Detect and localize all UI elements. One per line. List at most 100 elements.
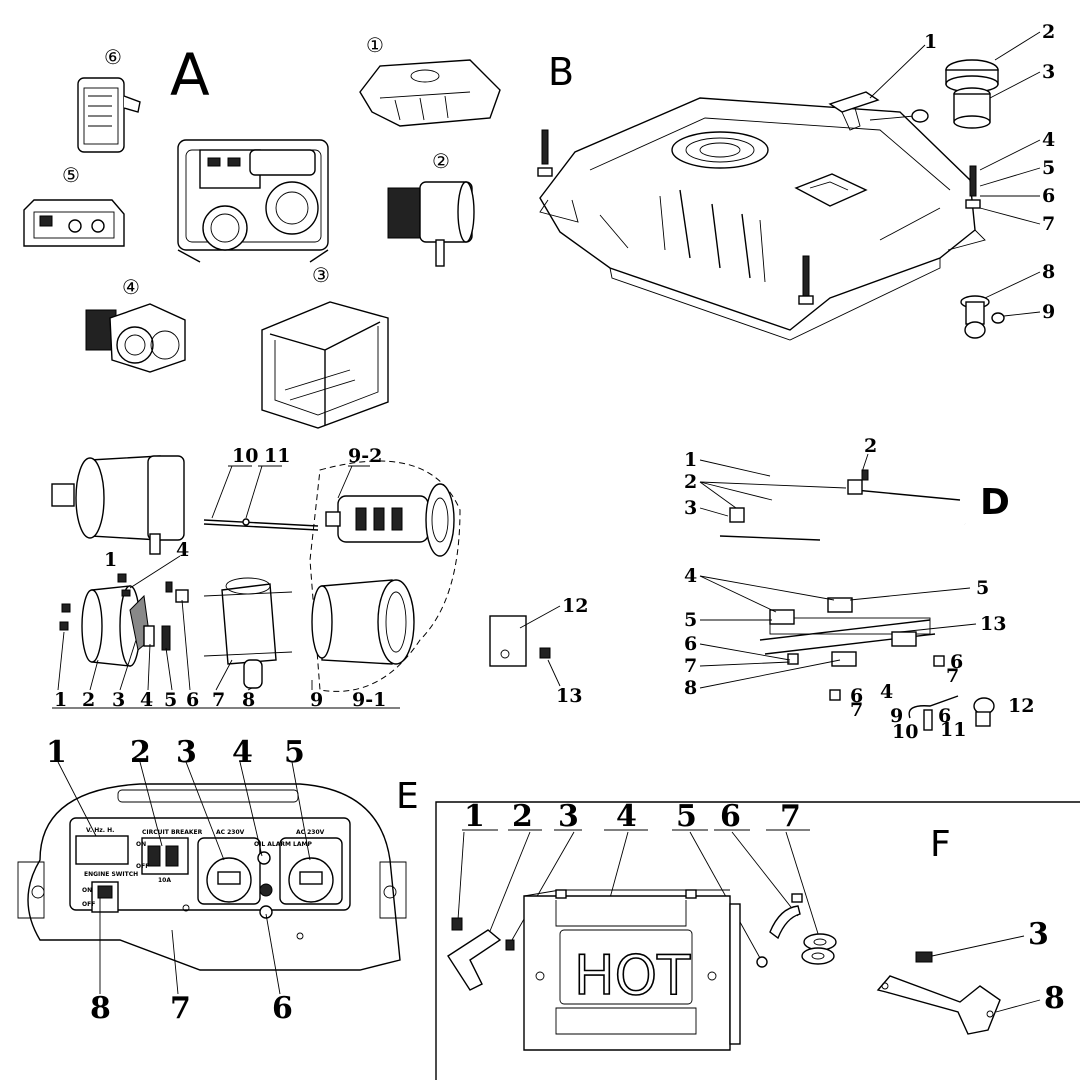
- exhaust-pipe: [769, 905, 801, 940]
- label-d-4: 4: [684, 565, 697, 587]
- muffler-thumb: ⑥: [77, 45, 141, 153]
- label-d-8: 8: [684, 677, 697, 699]
- label-b-4: 4: [1042, 129, 1055, 151]
- label-d-6-right: 6: [950, 651, 963, 673]
- label-c-9: 9: [310, 689, 323, 711]
- section-f: F 1 2 3 4 5 6 7: [435, 799, 1080, 1080]
- exhaust-gaskets: [801, 933, 837, 965]
- label-d-4-bottom: 4: [880, 681, 893, 703]
- label-e-2: 2: [130, 735, 151, 770]
- label-c-4: 4: [140, 689, 153, 711]
- label-circled-5: ⑤: [62, 163, 80, 187]
- generator-assembly: [177, 139, 329, 263]
- label-d-6-bottom: 6: [850, 685, 863, 707]
- label-f-bracket-8: 8: [1044, 981, 1065, 1016]
- section-c-bottom-labels: 1 2 3 4 5 6 7 8 9 9-1: [52, 599, 400, 711]
- label-d-9: 9: [890, 705, 903, 727]
- muffler-nut: [756, 956, 768, 968]
- label-engine-off: OFF: [82, 901, 95, 908]
- label-d-2-top: 2: [864, 435, 877, 457]
- label-circled-1: ①: [366, 33, 384, 57]
- section-d: D: [684, 435, 1034, 743]
- label-e-4: 4: [232, 735, 253, 770]
- label-c-8: 8: [242, 689, 255, 711]
- label-b-7: 7: [1042, 213, 1055, 235]
- mounting-hardware: 4 5 6 7: [537, 129, 1055, 305]
- label-d-6-left: 6: [684, 633, 697, 655]
- label-d-2: 2: [684, 471, 697, 493]
- label-b-3: 3: [1042, 61, 1055, 83]
- label-circled-2: ②: [432, 149, 450, 173]
- section-a-letter: A: [170, 41, 210, 109]
- label-engine-on: ON: [82, 887, 92, 894]
- alternator-end-cover: [51, 455, 185, 555]
- control-panel: V. Hz. H. CIRCUIT BREAKER ON OFF 10A AC …: [17, 783, 407, 971]
- label-breaker: CIRCUIT BREAKER: [142, 829, 203, 836]
- section-f-letter: F: [930, 824, 951, 865]
- label-c-13: 13: [556, 685, 582, 707]
- muffler-screw-small: [505, 939, 515, 951]
- fuel-tank: [539, 97, 986, 341]
- label-d-5-left: 5: [684, 609, 697, 631]
- label-f-1: 1: [464, 799, 485, 834]
- section-e-labels: 1 2 3 4 5 8 7 6: [46, 735, 311, 1026]
- label-e-3: 3: [176, 735, 197, 770]
- muffler-l-bracket: [447, 929, 502, 991]
- label-breaker-amp: 10A: [158, 877, 171, 884]
- frame-assembly: [718, 456, 967, 702]
- label-c-11: 11: [264, 445, 290, 467]
- label-d-10: 10: [892, 721, 918, 743]
- label-breaker-off: OFF: [136, 863, 149, 870]
- label-f-3: 3: [558, 799, 579, 834]
- section-d-labels: 1 2 2 3 4 5 5 6 7 8 13 6 7 4: [684, 435, 1034, 743]
- label-d-3: 3: [684, 497, 697, 519]
- engine-thumb: ④: [85, 275, 186, 373]
- brush-parts: [129, 581, 189, 651]
- muffler-bracket: 3 8: [876, 917, 1065, 1035]
- alternator-thumb: ②: [387, 149, 475, 267]
- section-d-letter: D: [980, 482, 1010, 523]
- label-c-1: 1: [54, 689, 67, 711]
- label-b-1: 1: [924, 31, 937, 53]
- label-c-10: 10: [232, 445, 258, 467]
- fuel-hose: [908, 695, 995, 731]
- label-b-5: 5: [1042, 157, 1055, 179]
- label-e-8: 8: [90, 991, 111, 1026]
- muffler-screw: [451, 917, 463, 931]
- label-f-6: 6: [720, 799, 741, 834]
- screws: 1 4: [59, 539, 189, 631]
- control-panel-thumb: ⑤: [23, 163, 125, 247]
- label-c-12: 12: [562, 595, 588, 617]
- label-ac-1: AC 230V: [216, 829, 245, 836]
- label-c-9-1: 9-1: [352, 689, 386, 711]
- section-b: B 1: [537, 21, 1055, 341]
- hot-warning-text: HOT: [574, 944, 691, 1007]
- label-b-9: 9: [1042, 301, 1055, 323]
- label-f-7: 7: [780, 799, 801, 834]
- label-oil-lamp: OIL ALARM LAMP: [254, 841, 312, 848]
- front-housing: [203, 577, 293, 689]
- stator: [311, 579, 415, 665]
- label-meter: V. Hz. H.: [86, 827, 114, 834]
- label-breaker-on: ON: [136, 841, 146, 848]
- label-c-2: 2: [82, 689, 95, 711]
- label-d-13: 13: [980, 613, 1006, 635]
- rotor-assembly: 9-2: [309, 445, 461, 692]
- label-f-4: 4: [616, 799, 637, 834]
- fuel-valve: 8 9: [960, 261, 1055, 339]
- label-f-bracket-3: 3: [1028, 917, 1049, 952]
- label-c-6: 6: [186, 689, 199, 711]
- label-d-12: 12: [1008, 695, 1034, 717]
- section-b-letter: B: [548, 50, 574, 94]
- label-f-2: 2: [512, 799, 533, 834]
- label-c-9-2: 9-2: [348, 445, 382, 467]
- label-b-6: 6: [1042, 185, 1055, 207]
- muffler-heat-shield: HOT: [523, 889, 741, 1051]
- fuel-gauge: 1: [828, 31, 937, 131]
- label-d-6-hose: 6: [938, 705, 951, 727]
- section-e: E: [17, 735, 419, 1026]
- section-f-labels: 1 2 3 4 5 6 7: [457, 799, 821, 959]
- section-a: A ① ②: [23, 33, 501, 429]
- label-e-6: 6: [272, 991, 293, 1026]
